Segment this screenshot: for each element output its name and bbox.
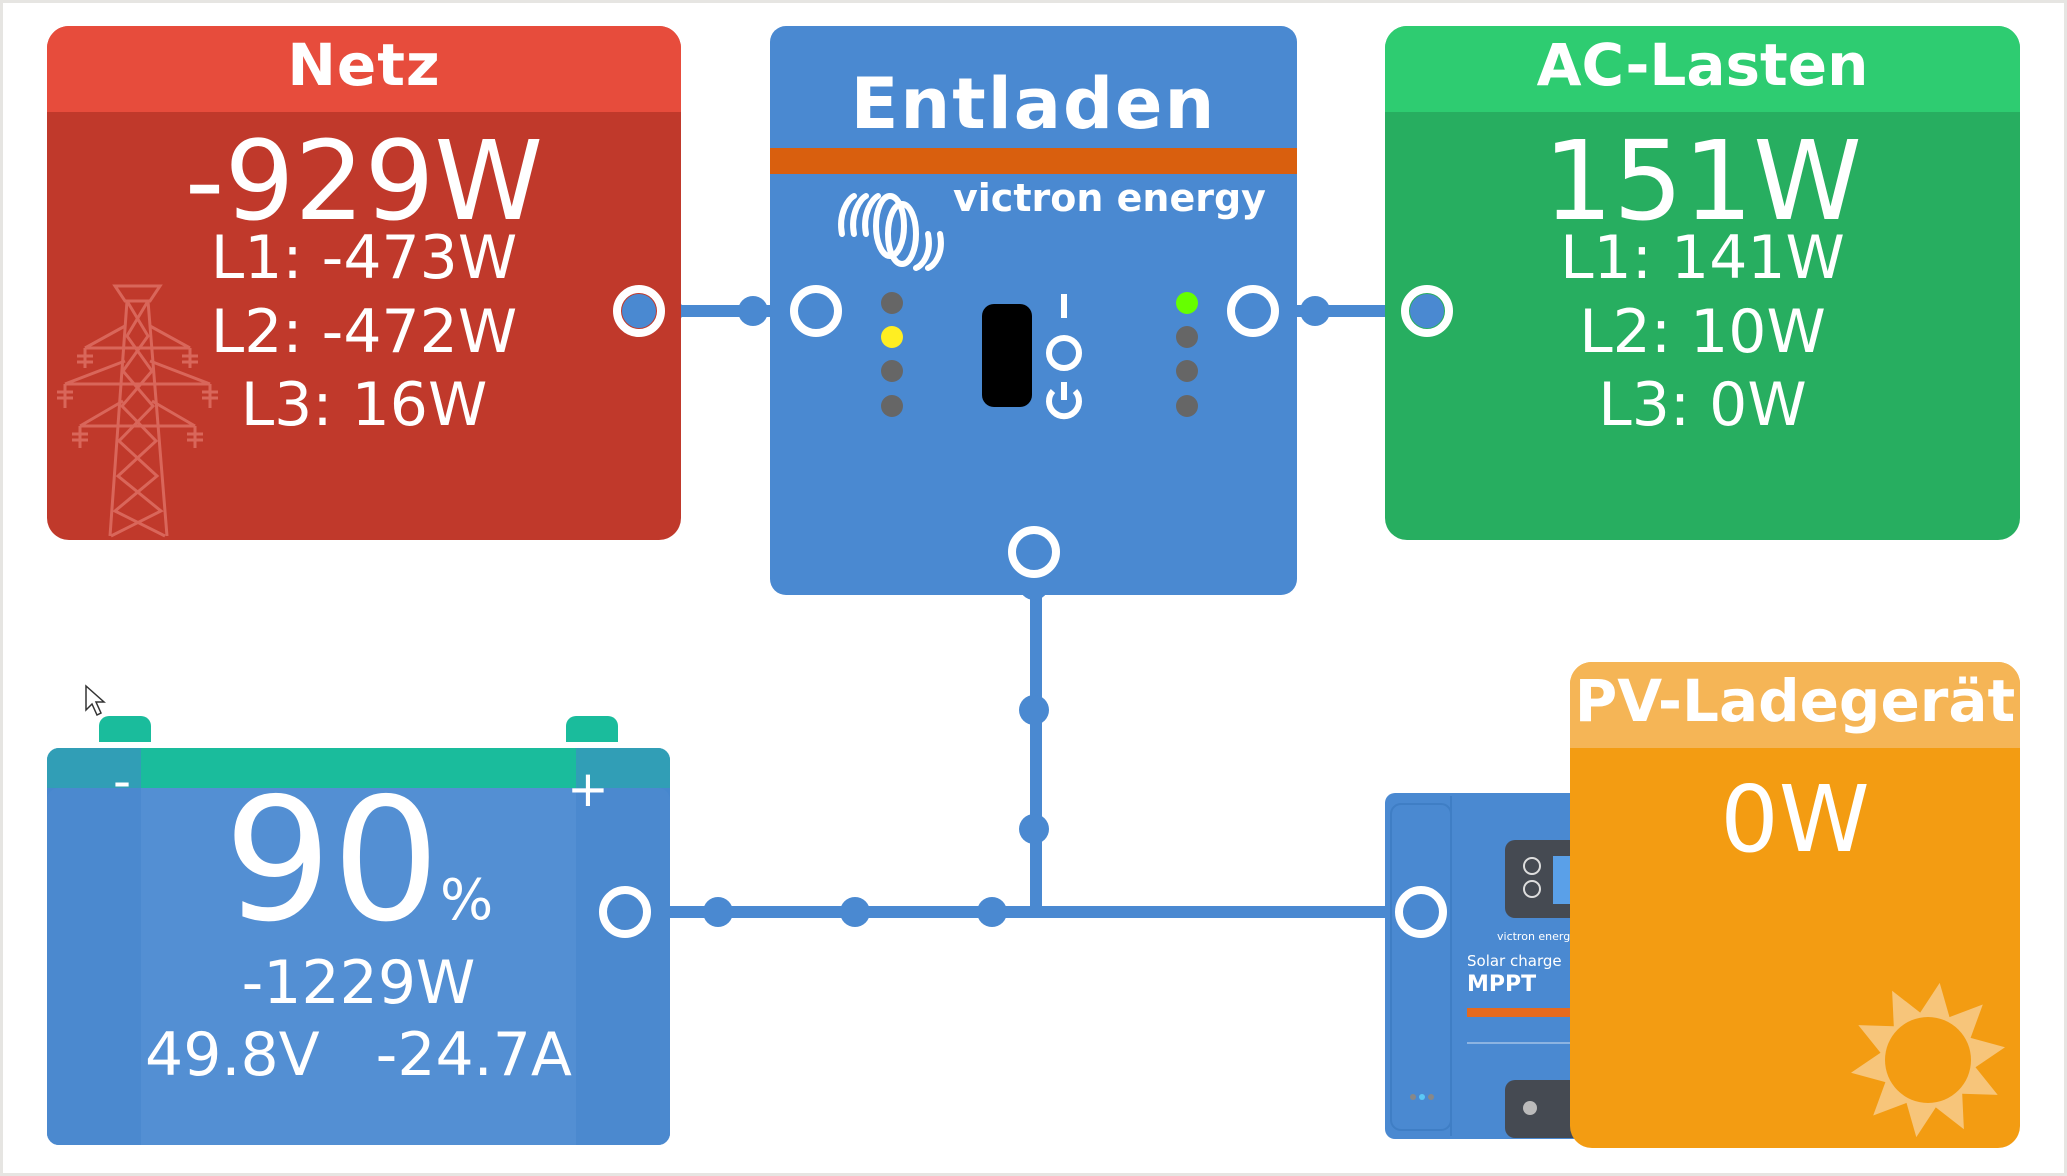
sun-icon <box>1851 982 2005 1138</box>
led-right-2 <box>1176 326 1198 348</box>
grid-box[interactable]: Netz -929W L1: -473W L2: -472W L3: 16W <box>47 26 681 540</box>
inverter-state: Entladen <box>850 63 1217 145</box>
grid-total-power: -929W <box>184 117 544 245</box>
pv-charger-title: PV-Ladegerät <box>1570 662 2020 748</box>
battery-soc-unit: % <box>440 868 494 933</box>
battery-shell <box>47 748 670 1145</box>
flow-dot <box>703 897 733 927</box>
ac-loads-phase-l3: L3: 0W <box>1598 370 1807 440</box>
power-pylon-icon <box>57 284 218 538</box>
grid-title: Netz <box>47 26 681 112</box>
flow-dot <box>840 897 870 927</box>
battery-power: -1229W <box>241 948 476 1018</box>
inverter-brand: victron energy <box>953 176 1266 220</box>
ac-loads-total-power: 151W <box>1543 117 1862 245</box>
battery-box[interactable]: - + 90% -1229W 49.8V -24.7A <box>47 748 670 1145</box>
grid-phase-l2: L2: -472W <box>210 297 518 367</box>
flow-dot <box>1300 296 1330 326</box>
battery-top <box>47 748 670 788</box>
flow-dot <box>1019 814 1049 844</box>
connector-inverter-dc <box>1008 526 1060 578</box>
connector-inverter-out <box>1227 285 1279 337</box>
victron-logo-icon <box>838 193 944 271</box>
connector-grid <box>613 285 665 337</box>
battery-current: -24.7A <box>375 1020 572 1090</box>
flow-dot <box>738 296 768 326</box>
led-right-4 <box>1176 395 1198 417</box>
ac-loads-phase-l1: L1: 141W <box>1560 223 1845 293</box>
battery-terminal-plus <box>566 716 618 742</box>
mppt-label-solar: Solar charge <box>1467 952 1562 970</box>
connector-grid-fill <box>622 294 656 328</box>
mppt-device-image: victron energy Solar charge MPPT <box>1385 790 1585 1142</box>
inverter-mode-switch[interactable] <box>982 304 1032 407</box>
switch-symbols-icon <box>1046 294 1082 420</box>
led-left-4 <box>881 395 903 417</box>
led-left-3 <box>881 360 903 382</box>
led-right-1 <box>1176 292 1198 314</box>
pv-charger-power: 0W <box>1720 766 1870 873</box>
ac-loads-box[interactable]: AC-Lasten 151W L1: 141W L2: 10W L3: 0W <box>1385 26 2020 540</box>
ac-loads-title: AC-Lasten <box>1385 26 2020 112</box>
grid-phase-l3: L3: 16W <box>240 370 488 440</box>
battery-minus-label: - <box>113 752 132 810</box>
connector-ac-fill <box>1410 294 1444 328</box>
led-left-1 <box>881 292 903 314</box>
battery-soc-value: 90 <box>223 762 441 960</box>
battery-soc-fill <box>47 787 670 1145</box>
mppt-device-icon <box>1385 793 1585 1139</box>
connector-ac-loads <box>1401 285 1453 337</box>
mouse-cursor-icon <box>85 684 106 717</box>
mppt-brand: victron energy <box>1497 930 1577 943</box>
mppt-label-mppt: MPPT <box>1467 972 1537 997</box>
connector-mppt <box>1395 886 1447 938</box>
battery-terminal-minus <box>99 716 151 742</box>
inverter-stripe <box>770 148 1297 174</box>
connector-inverter-in <box>790 285 842 337</box>
ac-loads-phase-l2: L2: 10W <box>1579 297 1826 367</box>
battery-soc: 90% <box>47 776 670 986</box>
battery-voltage: 49.8V <box>145 1020 320 1090</box>
pv-charger-box[interactable]: PV-Ladegerät 0W <box>1570 662 2020 1148</box>
led-left-2 <box>881 326 903 348</box>
flow-dot <box>977 897 1007 927</box>
battery-side-left <box>47 748 141 1145</box>
line-battery-mppt <box>626 906 1422 918</box>
led-right-3 <box>1176 360 1198 382</box>
connector-battery <box>599 886 651 938</box>
battery-plus-label: + <box>567 760 609 818</box>
inverter-box[interactable]: Entladen victron energy <box>770 26 1297 595</box>
flow-dot <box>1019 695 1049 725</box>
battery-side-right <box>576 748 670 1145</box>
battery-voltage-current: 49.8V -24.7A <box>47 1020 670 1090</box>
grid-phase-l1: L1: -473W <box>210 223 518 293</box>
